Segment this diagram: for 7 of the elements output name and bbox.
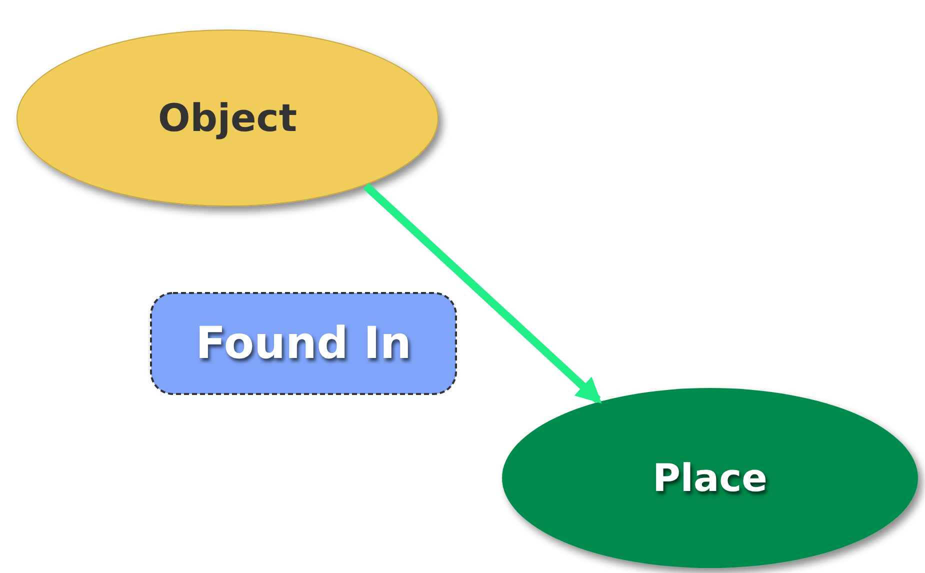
node-label: Object — [158, 96, 297, 140]
arrow — [363, 183, 602, 404]
node-label: Found In — [196, 318, 412, 369]
object-ellipse — [15, 28, 440, 208]
label-box — [150, 292, 457, 395]
place-ellipse — [500, 386, 920, 570]
node-label: Place — [652, 456, 768, 500]
